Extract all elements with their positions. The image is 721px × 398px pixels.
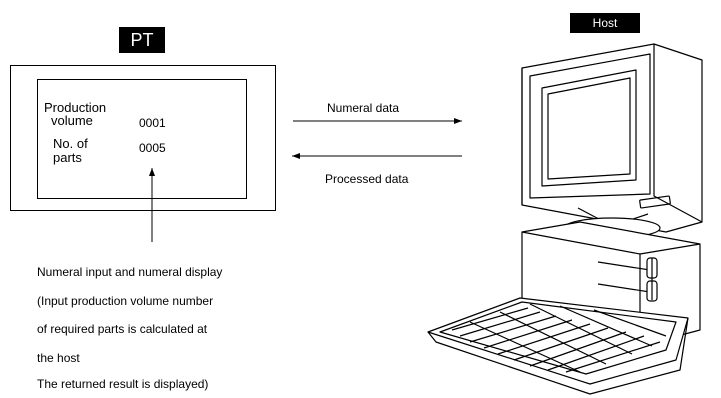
production-label-line2: volume [51, 113, 93, 128]
note-line-2: (Input production volume number [37, 294, 214, 308]
processed-data-label: Processed data [325, 172, 409, 186]
parts-label-line1: No. of [53, 136, 88, 151]
parts-label-line2: parts [53, 150, 82, 165]
note-line-1: Numeral input and numeral display [37, 265, 223, 279]
note-line-5: The returned result is displayed) [37, 377, 209, 391]
production-label-line1: Production [44, 100, 107, 115]
host-computer-icon [427, 43, 703, 395]
numeral-data-label: Numeral data [327, 101, 400, 115]
note-line-4: the host [37, 351, 80, 365]
host-label: Host [570, 13, 640, 33]
pt-terminal-frame [10, 65, 276, 211]
parts-value: 0005 [139, 141, 166, 155]
pt-terminal-screen [37, 79, 247, 199]
pt-label: PT [119, 27, 165, 53]
note-line-3: of required parts is calculated at [37, 322, 208, 336]
production-volume-value: 0001 [139, 116, 166, 130]
